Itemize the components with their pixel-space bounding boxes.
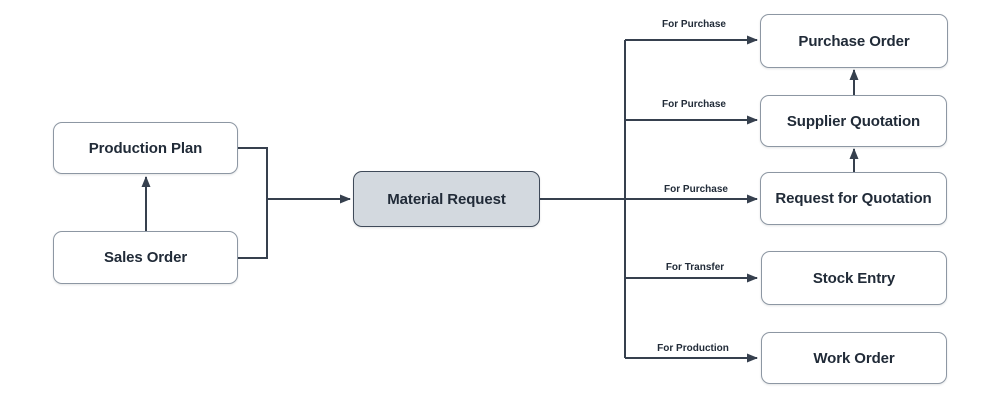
node-production-plan-label: Production Plan (88, 139, 203, 157)
node-production-plan: Production Plan (53, 122, 238, 174)
node-work-order-label: Work Order (813, 349, 895, 367)
edge-label-supplier-quotation: For Purchase (660, 99, 728, 111)
node-supplier-quotation: Supplier Quotation (760, 95, 947, 147)
node-sales-order-label: Sales Order (103, 249, 188, 266)
node-supplier-quotation-label: Supplier Quotation (786, 112, 921, 130)
node-stock-entry: Stock Entry (761, 251, 947, 305)
edge-label-purchase-order: For Purchase (660, 19, 728, 31)
edge-label-stock-entry: For Transfer (663, 262, 727, 274)
node-material-request: Material Request (353, 171, 540, 227)
edge-label-work-order: For Production (655, 343, 731, 355)
node-work-order: Work Order (761, 332, 947, 384)
node-sales-order: Sales Order (53, 231, 238, 284)
node-purchase-order: Purchase Order (760, 14, 948, 68)
node-purchase-order-label: Purchase Order (798, 32, 910, 50)
node-request-for-quotation: Request for Quotation (760, 172, 947, 225)
edge-bracket-left-sources (238, 147, 268, 259)
node-request-for-quotation-label: Request for Quotation (775, 190, 932, 207)
node-stock-entry-label: Stock Entry (812, 269, 896, 287)
node-material-request-label: Material Request (387, 190, 506, 208)
edge-label-request-for-quotation: For Purchase (662, 184, 730, 196)
